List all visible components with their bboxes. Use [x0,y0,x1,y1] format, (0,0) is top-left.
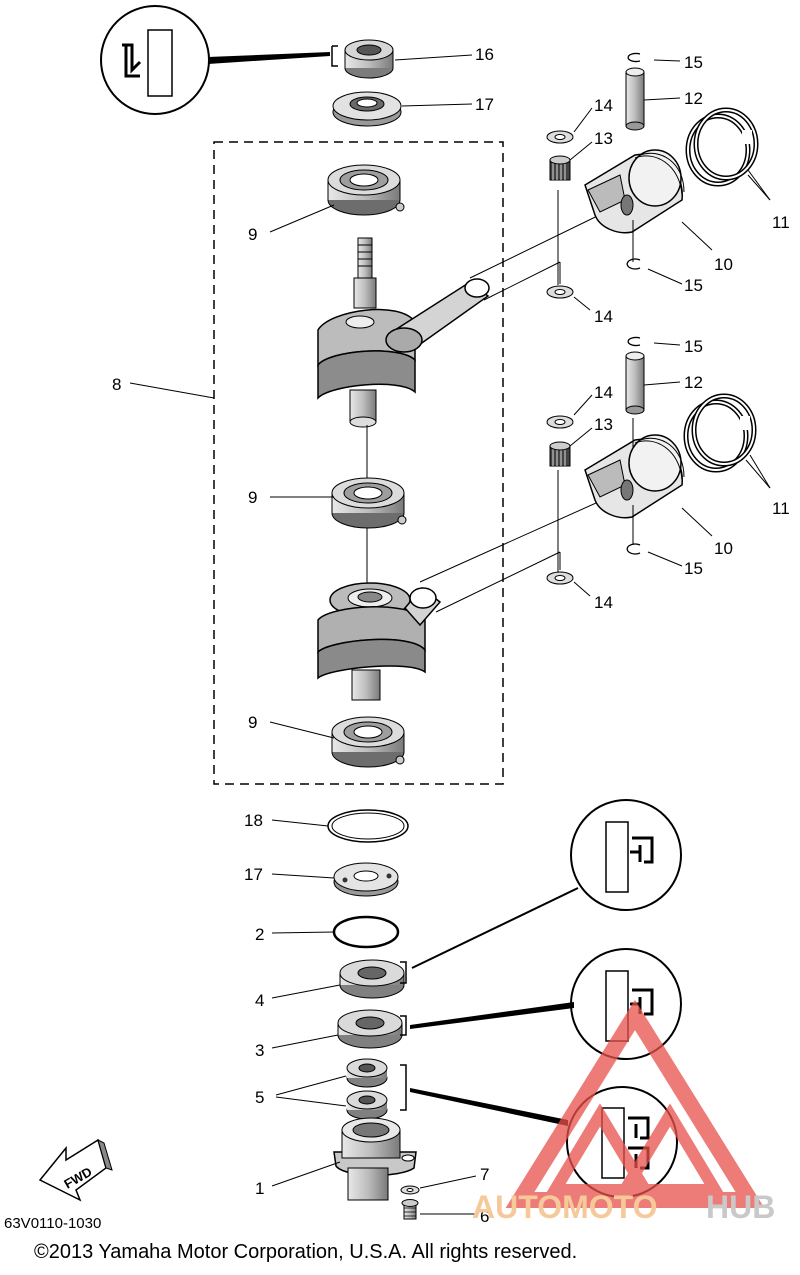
callout-7: 7 [480,1165,489,1184]
callout-16: 16 [475,45,494,64]
callout-2: 2 [255,925,264,944]
callout-13-a: 13 [594,129,613,148]
needle-bearing-13-lower [549,441,571,467]
washer-14-c [546,415,574,429]
callout-15-b: 15 [684,276,703,295]
bearing-9-bottom [331,716,405,768]
callout-17-bottom: 17 [244,865,263,884]
watermark-text-dark: HUB [706,1189,775,1225]
bolt-6 [401,1199,419,1220]
crankshaft-upper [317,237,416,480]
callout-5: 5 [255,1088,264,1107]
o-ring-2 [332,915,400,949]
callout-15-a: 15 [684,53,703,72]
callout-12-a: 12 [684,89,703,108]
piston-10-lower [584,418,685,545]
seal-detail-circle-2 [410,948,682,1060]
callout-14-b: 14 [594,307,613,326]
callout-17-top: 17 [475,95,494,114]
seal-detail-circle-1 [411,799,682,969]
bearing-housing-17-top [332,91,402,127]
watermark-inner-triangle-2-icon [614,1103,726,1196]
callout-12-b: 12 [684,373,703,392]
oil-seal-3 [337,1009,407,1049]
bearing-9-middle [331,477,407,585]
callout-14-a: 14 [594,96,613,115]
watermark-logo [505,999,765,1208]
callout-10-b: 10 [714,539,733,558]
seal-detail-circle-top [100,5,330,115]
callout-11-b: 11 [772,499,790,518]
callout-9-bottom: 9 [248,713,257,732]
callout-labels: 16 17 9 8 9 9 15 12 14 13 11 10 15 14 15… [112,45,790,1226]
callout-15-d: 15 [684,559,703,578]
callout-9-middle: 9 [248,488,257,507]
bearing-housing-1 [333,1117,417,1201]
circlip-15-a [627,52,641,63]
needle-bearing-13-upper [549,155,571,181]
callout-11-a: 11 [772,213,790,232]
piston-rings-11-upper [685,107,759,187]
circlip-15-b [626,258,641,270]
callout-1: 1 [255,1179,264,1198]
connecting-rod-lower [404,470,626,627]
bearing-9-top [327,164,405,216]
piston-rings-11-lower [683,393,757,473]
copyright-notice: ©2013 Yamaha Motor Corporation, U.S.A. A… [34,1241,577,1263]
circlip-15-d [626,543,641,555]
watermark-triangle-icon [505,999,765,1208]
callout-18: 18 [244,811,263,830]
watermark-inner-triangle-icon [544,1103,656,1196]
piston-10-upper [584,149,685,262]
leader-lines [129,54,771,1215]
piston-pin-12-upper [625,67,645,131]
callout-15-c: 15 [684,337,703,356]
callout-9-top: 9 [248,225,257,244]
callout-8: 8 [112,375,121,394]
part-number: 63V0110-1030 [4,1215,101,1232]
washer-7 [400,1185,420,1195]
o-ring-18 [327,809,409,843]
washer-14-b [546,285,574,299]
callout-13-b: 13 [594,415,613,434]
watermark-text: AUTOMOTO HUB [472,1189,775,1225]
bearing-housing-17-bottom [333,862,399,897]
callout-3: 3 [255,1041,264,1060]
connecting-rod-upper [385,190,621,353]
oil-seal-16 [331,39,394,79]
piston-pin-12-lower [625,351,645,415]
oil-seals-5 [346,1058,407,1120]
forward-arrow-icon: FWD [38,1138,113,1202]
circlip-15-c [627,336,641,347]
oil-seal-4 [339,959,407,999]
crankshaft-lower [317,582,426,701]
washer-14-a [546,130,574,144]
washer-14-d [546,571,574,585]
watermark-text-light: AUTOMOTO [472,1189,657,1225]
callout-6: 6 [480,1207,489,1226]
callout-4: 4 [255,991,264,1010]
callout-14-d: 14 [594,593,613,612]
callout-14-c: 14 [594,383,613,402]
callout-10-a: 10 [714,255,733,274]
